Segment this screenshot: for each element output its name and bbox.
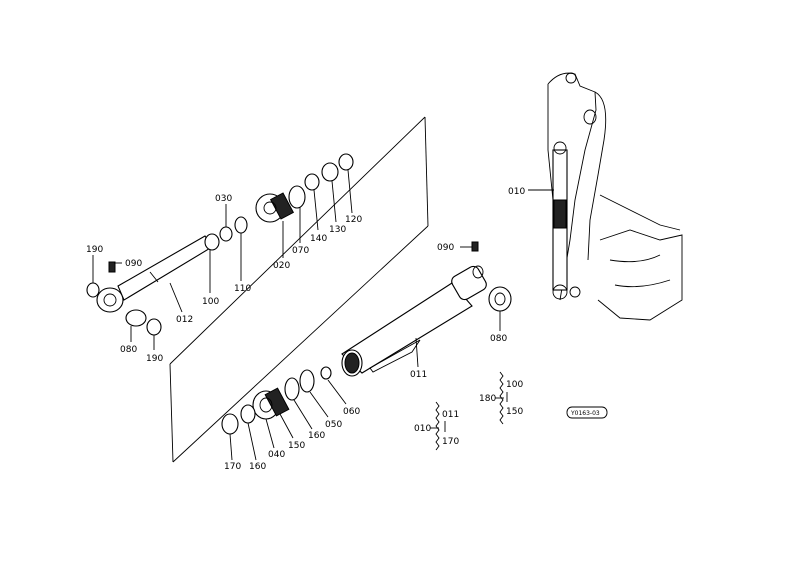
label-011: 011 bbox=[410, 370, 427, 380]
ring-190-lower[interactable] bbox=[146, 318, 162, 336]
label-070: 070 bbox=[292, 246, 309, 256]
label-040: 040 bbox=[268, 450, 285, 460]
tube-clevis[interactable] bbox=[450, 264, 489, 302]
label-080-a: 080 bbox=[120, 345, 137, 355]
bushing-upper[interactable] bbox=[125, 309, 147, 327]
label-100: 100 bbox=[202, 297, 219, 307]
label-090-a: 090 bbox=[125, 259, 142, 269]
assembly-brackets: 180 100 150 010 011 170 bbox=[414, 371, 523, 451]
label-050: 050 bbox=[325, 420, 342, 430]
ring-160-upper[interactable] bbox=[284, 377, 300, 401]
label-012: 012 bbox=[176, 315, 193, 325]
piston[interactable] bbox=[255, 192, 295, 223]
drawing-code-stamp: Y0163-03 bbox=[566, 406, 608, 419]
label-190-b: 190 bbox=[146, 354, 163, 364]
ring-060[interactable] bbox=[320, 366, 332, 380]
label-170: 170 bbox=[224, 462, 241, 472]
bushing-lower[interactable] bbox=[488, 286, 512, 312]
exploded-view-frame bbox=[169, 116, 429, 463]
leader-lines-upper bbox=[92, 169, 353, 350]
label-110: 110 bbox=[234, 284, 251, 294]
piston-rod-assembly bbox=[86, 153, 354, 336]
label-080-b: 080 bbox=[490, 334, 507, 344]
grease-nipple-lower[interactable] bbox=[471, 241, 479, 252]
ring-170[interactable] bbox=[221, 413, 239, 435]
label-030: 030 bbox=[215, 194, 232, 204]
ring-160-lower[interactable] bbox=[240, 404, 256, 424]
label-020: 020 bbox=[273, 261, 290, 271]
label-160-b: 160 bbox=[249, 462, 266, 472]
label-150-b: 150 bbox=[506, 407, 523, 417]
label-190-a: 190 bbox=[86, 245, 103, 255]
label-011-b: 011 bbox=[442, 410, 459, 420]
ring-140[interactable] bbox=[304, 173, 320, 191]
rod-eye[interactable] bbox=[96, 287, 124, 313]
ring-120[interactable] bbox=[338, 153, 354, 171]
seal-110[interactable] bbox=[234, 216, 248, 234]
label-180: 180 bbox=[479, 394, 496, 404]
cylinder-tube-assembly bbox=[221, 241, 512, 435]
machine-arm-outline bbox=[528, 72, 683, 321]
ring-130[interactable] bbox=[321, 162, 339, 182]
label-150: 150 bbox=[288, 441, 305, 451]
label-010-a: 010 bbox=[508, 187, 525, 197]
cylinder-head[interactable] bbox=[252, 387, 290, 420]
label-010-b: 010 bbox=[414, 424, 431, 434]
part-labels: 190 090 030 100 110 020 070 140 130 120 … bbox=[86, 187, 525, 472]
label-130: 130 bbox=[329, 225, 346, 235]
label-120: 120 bbox=[345, 215, 362, 225]
leader-lines-lower bbox=[229, 246, 501, 461]
grease-nipple-upper[interactable] bbox=[108, 261, 116, 273]
label-160-a: 160 bbox=[308, 431, 325, 441]
ring-050[interactable] bbox=[299, 369, 315, 393]
ring-190-upper[interactable] bbox=[86, 282, 100, 298]
label-060: 060 bbox=[343, 407, 360, 417]
label-100-b: 100 bbox=[506, 380, 523, 390]
drawing-code: Y0163-03 bbox=[570, 410, 600, 417]
label-140: 140 bbox=[310, 234, 327, 244]
ring-030[interactable] bbox=[219, 226, 233, 242]
wiper-ring[interactable] bbox=[204, 233, 220, 251]
label-090-b: 090 bbox=[437, 243, 454, 253]
ring-070[interactable] bbox=[288, 185, 306, 209]
label-170-b: 170 bbox=[442, 437, 459, 447]
